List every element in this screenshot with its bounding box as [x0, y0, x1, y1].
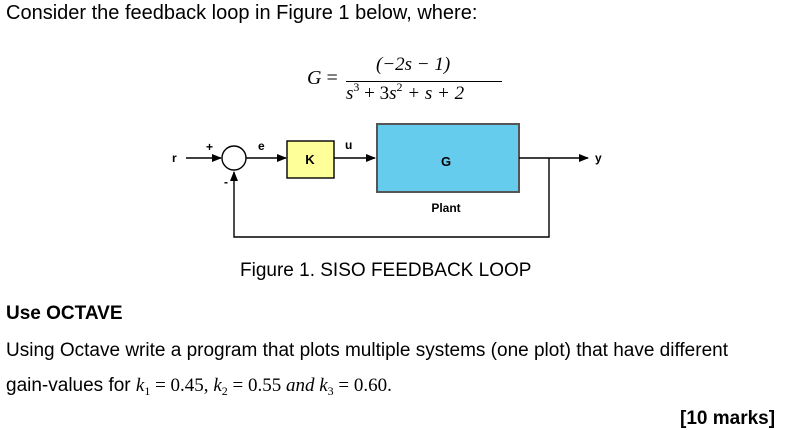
den-plus-3: + 3 — [364, 83, 390, 104]
feedback-path — [230, 158, 550, 238]
controller-block — [286, 140, 335, 179]
marks-cutoff: [10 marks] — [680, 408, 800, 429]
equation-g: G — [307, 67, 322, 89]
equation-equals: = — [326, 67, 338, 89]
figure-caption: Figure 1. SISO FEEDBACK LOOP — [240, 260, 532, 281]
error-label-e: e — [258, 139, 265, 153]
k3-sub: 3 — [327, 384, 334, 398]
gain-expression: k1 = 0.45, k2 = 0.55 and k3 = 0.60. — [135, 375, 392, 398]
section-heading: Use OCTAVE — [6, 303, 123, 324]
plus-sign: + — [206, 140, 213, 154]
k1-val: = 0.45, — [150, 375, 214, 396]
den-rest: + s + 2 — [407, 83, 465, 104]
output-label-y: y — [595, 151, 602, 165]
equation-numerator: (−2s − 1) — [376, 54, 451, 75]
den-s2-exp: 2 — [396, 80, 403, 94]
control-label-u: u — [345, 138, 352, 152]
equation-lhs: G = — [307, 67, 338, 90]
k2-val: = 0.55 — [227, 375, 286, 396]
feedback-loop-diagram: r + - e K u G Plant y — [172, 123, 602, 238]
controller-label-k: K — [305, 152, 315, 167]
gain-prefix: gain-values for — [6, 375, 136, 396]
k2-var: k — [213, 375, 222, 396]
k1-sub: 1 — [144, 384, 151, 398]
and-word: and — [285, 375, 315, 396]
k1-var: k — [135, 375, 145, 396]
k3-var: k — [314, 375, 328, 396]
instruction-line-2: gain-values for k1 = 0.45, k2 = 0.55 and… — [6, 375, 392, 397]
input-label-r: r — [172, 151, 177, 165]
intro-text: Consider the feedback loop in Figure 1 b… — [6, 2, 478, 24]
plant-caption: Plant — [431, 201, 460, 215]
fraction-bar — [346, 81, 502, 82]
marks-text: [10 marks] — [680, 408, 776, 429]
den-s3-base: s — [346, 83, 354, 104]
k2-sub: 2 — [221, 384, 228, 398]
k3-val: = 0.60. — [333, 375, 392, 396]
den-s3-exp: 3 — [353, 80, 360, 94]
minus-sign: - — [224, 175, 228, 189]
den-s2-base: s — [389, 83, 397, 104]
plant-block — [376, 123, 520, 193]
instruction-line-1: Using Octave write a program that plots … — [6, 340, 728, 361]
summing-junction — [221, 145, 247, 171]
plant-block-label-g: G — [441, 154, 451, 169]
equation-denominator: s3 + 3s2 + s + 2 — [346, 80, 465, 105]
